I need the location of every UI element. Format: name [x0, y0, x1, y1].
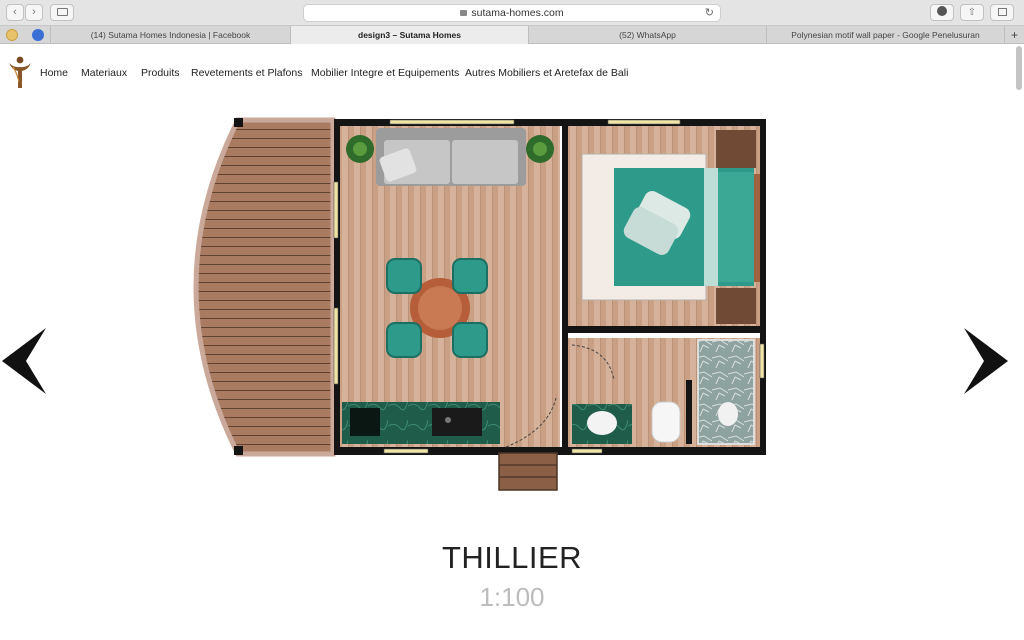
tab-bar: (14) Sutama Homes Indonesia | Facebook d… [0, 26, 1024, 44]
previous-arrow-icon[interactable] [0, 326, 48, 396]
share-button[interactable]: ⇧ [960, 4, 984, 21]
new-tab-button[interactable]: + [1004, 26, 1024, 44]
share-icon: ⇧ [967, 7, 977, 18]
reload-icon[interactable]: ↻ [704, 7, 714, 19]
nav-revetements[interactable]: Revetements et Plafons [191, 67, 303, 79]
page-scrollbar[interactable] [1016, 46, 1022, 90]
tab-facebook[interactable]: (14) Sutama Homes Indonesia | Facebook [50, 26, 290, 44]
tabs-icon [997, 8, 1007, 16]
plan-scale: 1:100 [479, 582, 545, 612]
tab-google-search[interactable]: Polynesian motif wall paper - Google Pen… [766, 26, 1004, 44]
browser-toolbar: ‹ › sutama-homes.com ↻ ⇧ [0, 0, 1024, 26]
nav-mobilier-integre[interactable]: Mobilier Integre et Equipements [311, 67, 460, 79]
sutama-logo[interactable] [8, 54, 32, 92]
downloads-button[interactable] [930, 4, 954, 21]
forward-button[interactable]: › [25, 4, 43, 21]
nav-materiaux[interactable]: Materiaux [81, 67, 128, 79]
back-button[interactable]: ‹ [6, 4, 24, 21]
nav-autres-mobiliers[interactable]: Autres Mobiliers et Aretefax de Bali [465, 67, 629, 79]
nav-produits[interactable]: Produits [141, 67, 180, 79]
nav-home[interactable]: Home [40, 67, 69, 79]
next-arrow-icon[interactable] [962, 326, 1010, 396]
favorites-icon[interactable] [6, 29, 18, 41]
lock-icon [460, 10, 468, 16]
tabs-overview-button[interactable] [990, 4, 1014, 21]
sidebar-toggle-button[interactable] [50, 4, 74, 21]
url-text: sutama-homes.com [471, 7, 564, 19]
floor-plan-image [193, 117, 766, 491]
tab-design3[interactable]: design3 – Sutama Homes [290, 26, 528, 44]
address-bar[interactable]: sutama-homes.com ↻ [303, 4, 721, 22]
tab-whatsapp[interactable]: (52) WhatsApp [528, 26, 766, 44]
plan-title: THILLIER [441, 540, 583, 575]
download-icon [937, 6, 947, 16]
sidebar-icon [56, 8, 68, 16]
facebook-icon[interactable] [32, 29, 44, 41]
